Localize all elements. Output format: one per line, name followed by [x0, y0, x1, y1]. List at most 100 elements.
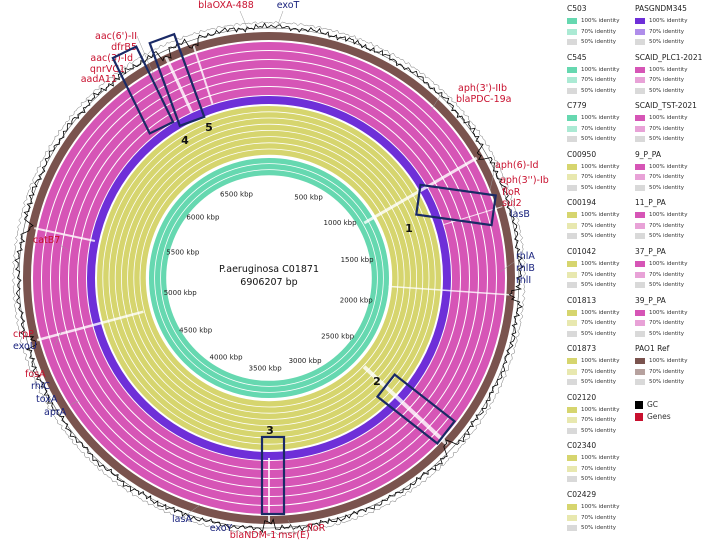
legend-title: C779	[567, 101, 587, 111]
gene-label: rhlC	[31, 381, 50, 392]
legend-identity-label: 100% identity	[649, 212, 688, 219]
legend-identity-row: 50% identity	[635, 136, 684, 143]
legend-swatch	[567, 77, 577, 84]
gene-leader-line	[275, 10, 284, 31]
legend-identity-row: 100% identity	[635, 309, 687, 316]
legend-identity-row: 50% identity	[567, 136, 616, 143]
gene-label: rhlA	[516, 251, 535, 262]
legend-identity-row: 70% identity	[567, 28, 616, 35]
legend-swatch	[567, 87, 577, 94]
legend-identity-label: 70% identity	[581, 417, 616, 424]
legend-swatch	[567, 320, 577, 327]
gene-label: msr(E)	[278, 530, 310, 541]
ring-yellow	[115, 124, 423, 432]
legend-identity-row: 70% identity	[635, 125, 684, 132]
gene-label: aprA	[44, 407, 67, 418]
legend-identity-label: 50% identity	[581, 379, 616, 386]
legend-identity-label: 100% identity	[649, 163, 688, 170]
legend-swatch	[567, 465, 577, 472]
legend-swatch	[635, 77, 645, 84]
gene-leader-line	[181, 504, 201, 519]
legend-identity-label: 50% identity	[581, 476, 616, 483]
legend-title: C01813	[567, 295, 597, 305]
legend-swatch	[567, 125, 577, 132]
legend-identity-row: 70% identity	[567, 125, 616, 132]
gene-label: blaPDC-19a	[456, 94, 512, 105]
gene-leader-line	[499, 261, 515, 273]
ring-yellow	[127, 136, 411, 420]
legend-identity-row: 100% identity	[635, 163, 688, 170]
legend-identity-label: 50% identity	[649, 136, 684, 143]
legend-swatch	[635, 330, 645, 337]
legend-swatch	[635, 115, 645, 122]
legend-identity-row: 50% identity	[567, 525, 616, 531]
legend-identity-row: 100% identity	[567, 309, 619, 316]
legend-swatch	[567, 379, 577, 386]
legend-swatch	[567, 514, 577, 521]
legend-identity-label: 100% identity	[581, 406, 620, 413]
identity-gap	[388, 285, 513, 296]
ring-yellow	[103, 112, 435, 444]
gene-label: aac(3)-Id	[90, 53, 133, 64]
legend-swatch	[567, 406, 577, 413]
legend-title: C545	[567, 52, 587, 62]
legend-identity-row: 50% identity	[567, 379, 616, 386]
legend-identity-label: 100% identity	[649, 66, 688, 73]
legend-title: 37_P_PA	[635, 247, 666, 256]
kbp-tick-label: 1000 kbp	[324, 219, 358, 227]
legend-identity-label: 70% identity	[581, 465, 616, 472]
legend-identity-row: 100% identity	[635, 66, 688, 73]
legend-identity-label: 50% identity	[649, 233, 684, 240]
legend-title: 11_P_PA	[635, 198, 666, 208]
legend-swatch	[635, 271, 645, 278]
gene-label: exoY	[210, 523, 233, 534]
legend-swatch	[635, 18, 645, 24]
legend-swatch	[567, 174, 577, 181]
legend-extra-label: GC	[647, 400, 659, 409]
gene-label: qnrVC1	[90, 64, 125, 75]
gene-label: dfrB5	[111, 42, 137, 53]
highlight-box-number: 1	[405, 222, 413, 235]
legend-swatch	[567, 309, 577, 316]
legend-identity-row: 50% identity	[635, 379, 684, 386]
legend-swatch	[635, 320, 645, 327]
legend-identity-label: 70% identity	[649, 77, 684, 84]
legend-identity-label: 70% identity	[581, 77, 616, 84]
kbp-tick-label: 2000 kbp	[340, 297, 374, 305]
legend-identity-label: 50% identity	[581, 39, 616, 45]
legend-identity-label: 50% identity	[649, 87, 684, 94]
legend-identity-label: 100% identity	[581, 163, 620, 170]
legend-identity-row: 70% identity	[635, 28, 684, 35]
kbp-tick-label: 6500 kbp	[220, 191, 254, 199]
genome-size-label: 6906207 bp	[240, 277, 297, 288]
legend-swatch	[635, 379, 645, 386]
legend-swatch	[567, 18, 577, 24]
legend-swatch	[635, 222, 645, 229]
legend-title: C503	[567, 4, 587, 13]
legend-identity-label: 50% identity	[581, 525, 616, 531]
gene-label: rhlI	[516, 275, 531, 286]
legend-identity-row: 100% identity	[567, 504, 619, 510]
legend-identity-label: 70% identity	[649, 320, 684, 327]
ring-yellow	[134, 143, 404, 413]
legend-swatch	[567, 184, 577, 191]
gene-label: exoU	[13, 341, 37, 352]
legend-identity-row: 50% identity	[567, 476, 616, 483]
legend-swatch	[567, 66, 577, 73]
legend-swatch	[567, 358, 577, 365]
legend-swatch	[635, 412, 643, 421]
legend-swatch	[635, 282, 645, 288]
legend-identity-label: 100% identity	[649, 115, 688, 122]
legend-identity-row: 100% identity	[635, 115, 688, 122]
identity-gap	[164, 56, 194, 113]
legend-identity-row: 70% identity	[635, 368, 684, 375]
legend-swatch	[567, 271, 577, 278]
gene-leader-line	[59, 244, 69, 251]
gene-label: blaNDM-1	[230, 530, 277, 541]
legend-swatch	[567, 330, 577, 337]
legend-identity-label: 50% identity	[581, 87, 616, 94]
legend-identity-label: 70% identity	[649, 222, 684, 229]
identity-gap	[34, 227, 96, 242]
